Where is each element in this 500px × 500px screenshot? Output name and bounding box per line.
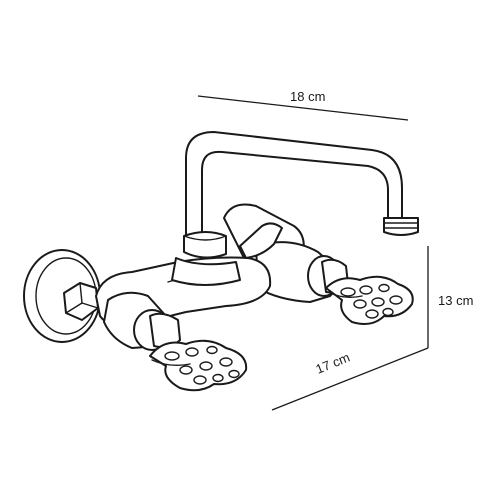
spout-collar [171,231,241,286]
depth-dimension: 17 cm [271,347,429,411]
left-handle-holes [164,345,240,385]
width-label: 18 cm [290,89,325,104]
depth-label: 17 cm [314,350,352,377]
left-handle [149,339,248,392]
right-handle-holes [340,283,403,319]
diverter-lever [239,222,283,259]
height-label: 13 cm [438,293,473,308]
width-dimension: 18 cm [197,89,409,121]
depth-dimension-line [271,347,429,411]
spout-aerator [383,217,419,236]
width-dimension-line [197,95,409,121]
height-dimension: 13 cm [427,246,473,348]
spout [185,131,403,239]
left-valve-body [103,291,181,351]
right-handle [325,275,414,325]
